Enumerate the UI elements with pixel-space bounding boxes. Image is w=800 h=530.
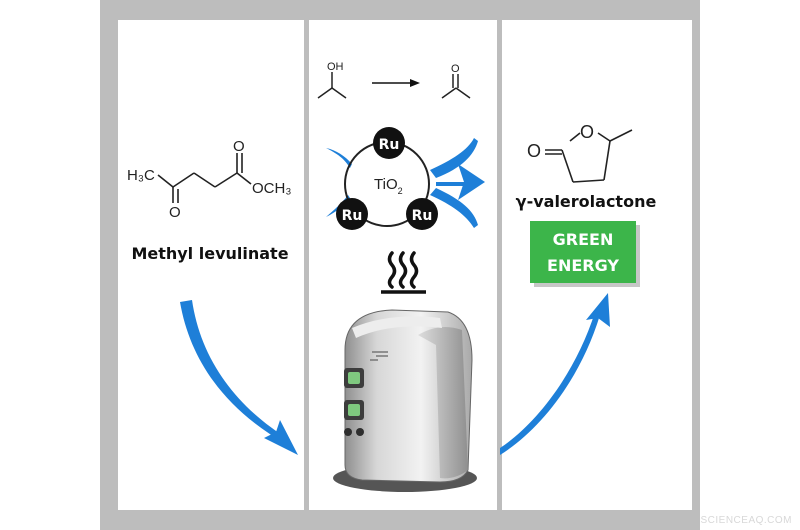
isopropanol-structure: [317, 72, 347, 99]
lactone-ring-oxygen-label: O: [580, 122, 594, 142]
green-energy-line-2: ENERGY: [547, 256, 619, 275]
ester-carbonyl-oxygen-label: O: [233, 138, 245, 155]
watermark: SCIENCEAQ.COM: [700, 515, 792, 526]
ru-particle-top: [373, 127, 405, 159]
arrow-to-reactor-head: [264, 420, 298, 455]
gamma-valerolactone-label: γ-valerolactone: [516, 192, 657, 211]
acetone-oxygen-label: O: [451, 63, 460, 75]
ru-particle-right: [406, 198, 438, 230]
methyl-levulinate-label: Methyl levulinate: [131, 244, 288, 263]
ru-label-left: Ru: [342, 208, 363, 224]
tio2-subscript: 2: [398, 186, 403, 196]
ru-label-right: Ru: [412, 208, 433, 224]
transfer-arrow: [372, 79, 420, 87]
panel-left: [118, 20, 304, 510]
green-energy-line-1: GREEN: [553, 230, 614, 249]
ru-particle-left: [336, 198, 368, 230]
heat-icon: [381, 251, 426, 294]
acetone-structure: [441, 74, 471, 99]
ru-label-top: Ru: [379, 137, 400, 153]
methyl-levulinate-structure: [157, 153, 252, 203]
ketone-oxygen-label: O: [169, 204, 181, 221]
h3c-label: H₃C: [127, 167, 155, 184]
arrow-to-reactor: [180, 300, 290, 445]
hydroxyl-label: OH: [327, 61, 344, 73]
green-energy-badge: [530, 221, 636, 283]
och3-label: OCH₃: [252, 180, 291, 197]
lactone-carbonyl-oxygen-label: O: [527, 141, 541, 161]
gamma-valerolactone-structure: [545, 129, 633, 183]
tio2-text: TiO: [374, 176, 398, 193]
arrow-to-green-energy-head: [586, 293, 610, 327]
tio2-label: TiO2: [374, 176, 403, 196]
reactor-device-icon: [333, 309, 477, 492]
